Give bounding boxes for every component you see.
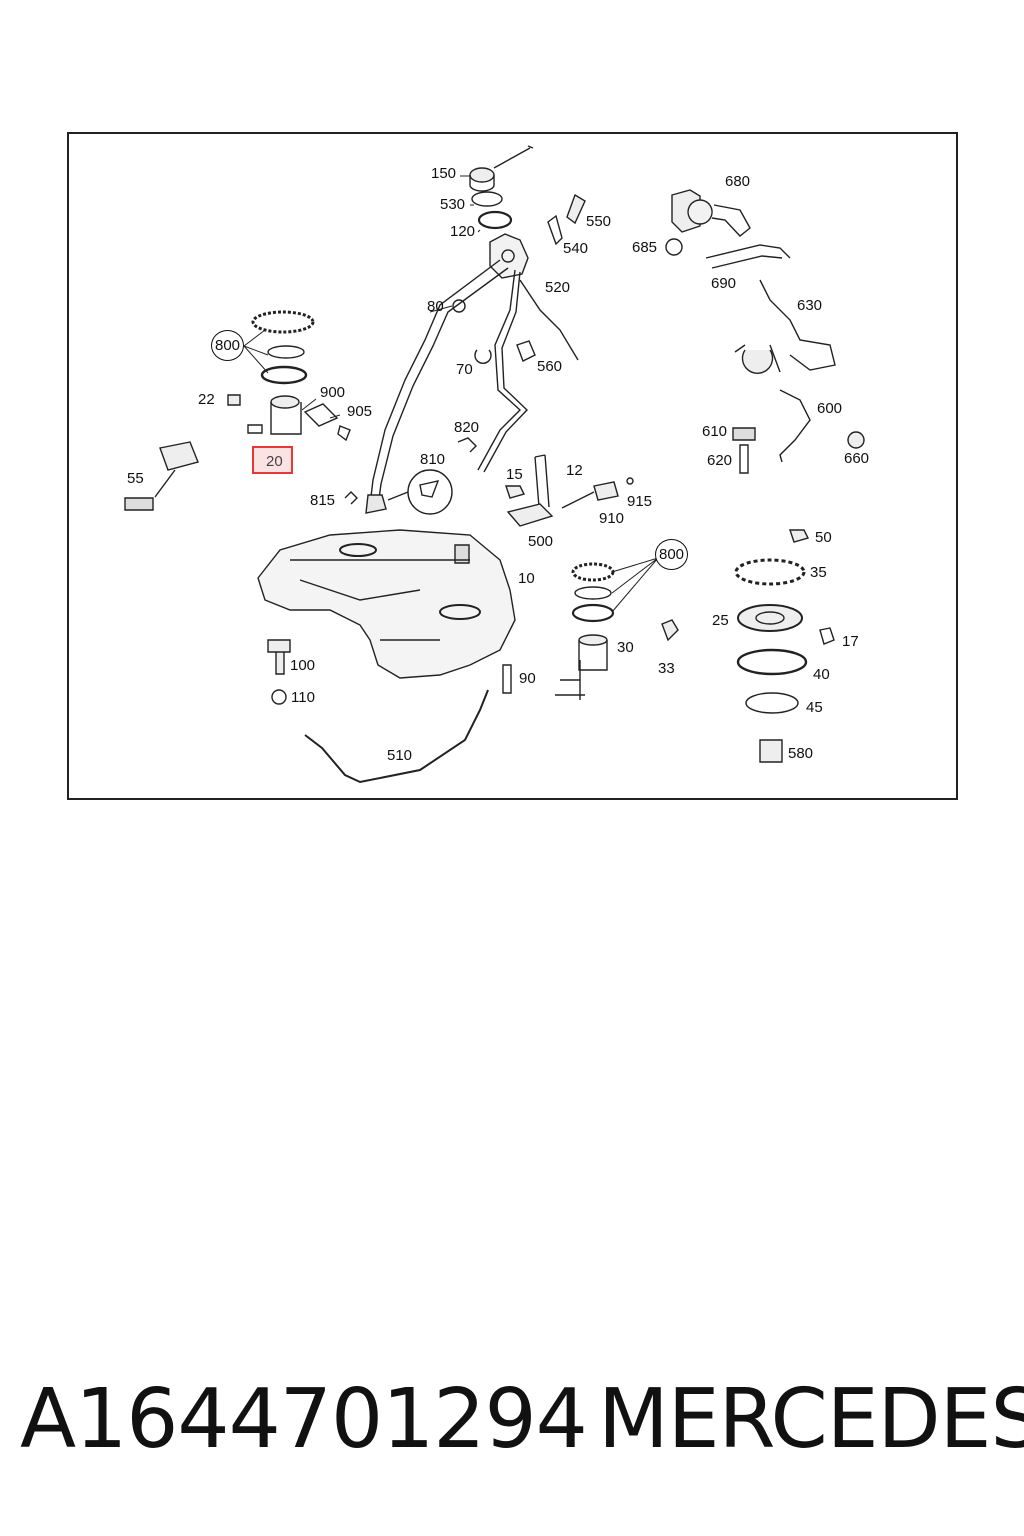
filler-neck-520 xyxy=(365,233,579,514)
nut-685 xyxy=(665,238,683,256)
label-100: 100 xyxy=(290,657,316,674)
label-600: 600 xyxy=(817,400,843,417)
clip-815 xyxy=(344,491,358,505)
valve-33 xyxy=(661,619,679,642)
clamp-560 xyxy=(516,340,536,362)
valve-assembly-680 xyxy=(671,189,836,463)
label-560: 560 xyxy=(537,358,563,375)
sensor-500 xyxy=(506,503,554,527)
footer-caption: A1644701294 MERCEDES xyxy=(20,1372,1024,1482)
connector-910 xyxy=(593,481,619,501)
flange-assembly-right xyxy=(734,529,835,763)
label-17: 17 xyxy=(842,633,859,650)
label-915: 915 xyxy=(627,493,653,510)
label-520: 520 xyxy=(545,279,571,296)
label-630: 630 xyxy=(797,297,823,314)
label-580: 580 xyxy=(788,745,814,762)
fuel-tank-10 xyxy=(257,529,516,679)
label-110: 110 xyxy=(291,689,315,706)
label-25: 25 xyxy=(712,612,729,629)
clip-70 xyxy=(474,349,492,364)
label-33: 33 xyxy=(658,660,675,677)
pin-915 xyxy=(626,477,634,485)
label-820: 820 xyxy=(454,419,480,436)
label-40: 40 xyxy=(813,666,830,683)
label-45: 45 xyxy=(806,699,823,716)
label-15: 15 xyxy=(506,466,523,483)
label-660: 660 xyxy=(844,450,870,467)
seal-120 xyxy=(477,210,513,230)
label-55: 55 xyxy=(127,470,144,487)
label-530: 530 xyxy=(440,196,466,213)
seal-530 xyxy=(471,191,503,207)
grommet-610 xyxy=(732,427,756,441)
label-815: 815 xyxy=(310,492,336,509)
tool-810 xyxy=(387,469,453,515)
label-690: 690 xyxy=(711,275,737,292)
leader-lines xyxy=(243,175,659,613)
label-500: 500 xyxy=(528,533,554,550)
label-800-right: 800 xyxy=(655,539,689,570)
label-150: 150 xyxy=(431,165,457,182)
label-685: 685 xyxy=(632,239,658,256)
label-550: 550 xyxy=(586,213,612,230)
washer-110 xyxy=(271,689,287,705)
label-90: 90 xyxy=(519,670,536,687)
label-810: 810 xyxy=(420,451,446,468)
nut-660 xyxy=(847,431,865,449)
label-620: 620 xyxy=(707,452,733,469)
label-20-highlighted[interactable]: 20 xyxy=(252,446,293,474)
bolt-90 xyxy=(502,664,512,694)
label-910: 910 xyxy=(599,510,625,527)
label-10: 10 xyxy=(518,570,535,587)
fuel-sender-right xyxy=(555,562,615,700)
label-50: 50 xyxy=(815,529,832,546)
label-35: 35 xyxy=(810,564,827,581)
hose-550 xyxy=(566,193,586,225)
strap-510 xyxy=(304,689,489,784)
label-22: 22 xyxy=(198,391,215,408)
label-540: 540 xyxy=(563,240,589,257)
label-900: 900 xyxy=(320,384,346,401)
label-30: 30 xyxy=(617,639,634,656)
bracket-12 xyxy=(534,454,550,508)
label-610: 610 xyxy=(702,423,728,440)
clip-820 xyxy=(457,437,477,453)
fuel-sender-left xyxy=(227,310,351,442)
nut-15 xyxy=(505,485,526,499)
part-number: A1644701294 xyxy=(20,1372,588,1467)
label-80: 80 xyxy=(427,298,444,315)
label-800-left: 800 xyxy=(211,330,245,361)
label-905: 905 xyxy=(347,403,373,420)
level-sensor-55 xyxy=(124,441,199,511)
bolt-100 xyxy=(267,639,291,675)
bolt-620 xyxy=(739,444,749,474)
label-70: 70 xyxy=(456,361,473,378)
label-120: 120 xyxy=(450,223,476,240)
brand-name: MERCEDES xyxy=(598,1372,1024,1467)
label-12: 12 xyxy=(566,462,583,479)
filler-cap-150 xyxy=(469,145,534,192)
clip-540 xyxy=(547,214,563,246)
ring-80 xyxy=(452,299,466,313)
label-510: 510 xyxy=(387,747,413,764)
label-680: 680 xyxy=(725,173,751,190)
